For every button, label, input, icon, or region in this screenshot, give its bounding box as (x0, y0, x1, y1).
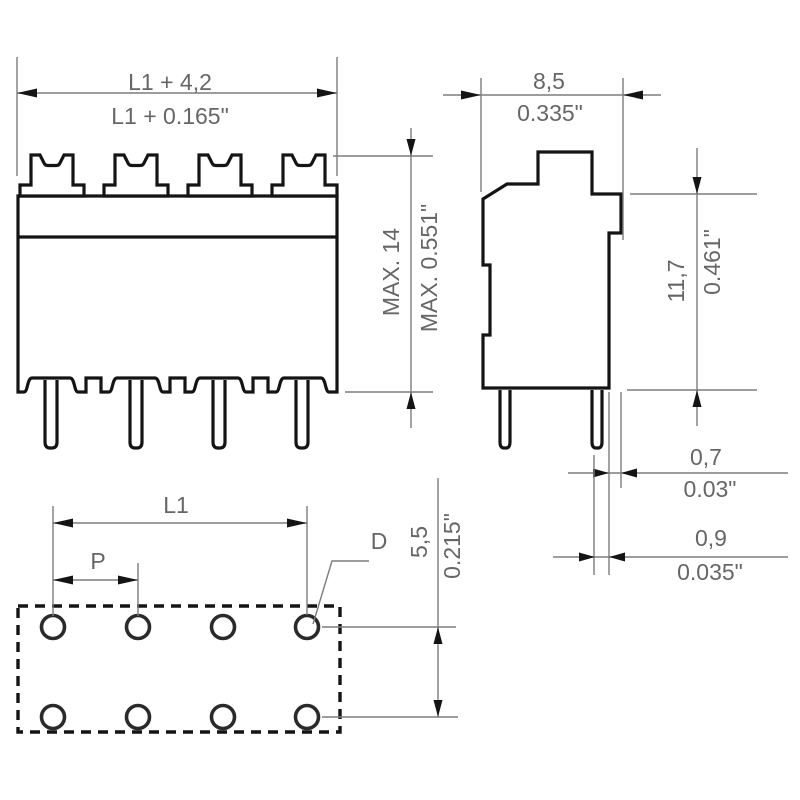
side-width-in-label: 0.335" (517, 100, 583, 126)
solder-pad (293, 703, 321, 731)
side-view (481, 150, 623, 450)
row-spacing-in-label: 0.215" (439, 513, 465, 579)
front-width-in-label: L1 + 0.165" (111, 103, 229, 129)
dimension-lines (16, 57, 788, 718)
solder-pad (209, 703, 237, 731)
solder-pad (39, 613, 67, 641)
solder-pad (209, 613, 237, 641)
arrowhead-down (433, 700, 443, 717)
step-in-label: 0.03" (684, 476, 737, 502)
side-height-in-label: 0.461" (699, 229, 725, 295)
arrowhead-left (53, 518, 73, 528)
height-mm-label: MAX. 14 (378, 228, 404, 316)
footprint-hole-label: D (371, 528, 388, 554)
pin-in-label: 0.035" (677, 559, 743, 585)
front-clip-2 (102, 153, 170, 198)
solder-pad (124, 613, 152, 641)
footprint-view (16, 604, 342, 734)
side-body-outline (481, 150, 623, 390)
arrowhead-down (692, 177, 702, 194)
front-pin-3 (211, 380, 227, 450)
arrowhead-right (461, 90, 481, 100)
arrowhead-right (579, 552, 595, 562)
side-pin-right (590, 390, 604, 450)
arrowhead-up (692, 390, 702, 407)
pin-mm-label: 0,9 (695, 525, 727, 551)
front-clip-1 (18, 153, 86, 198)
solder-pad (293, 613, 321, 641)
dimension-labels: L1 + 4,2 L1 + 0.165" MAX. 14 MAX. 0.551"… (90, 68, 743, 585)
side-width-mm-label: 8,5 (533, 68, 565, 94)
front-pin-4 (294, 380, 310, 450)
arrowhead-up (433, 627, 443, 644)
arrowhead-left (621, 468, 637, 478)
front-pin-2 (128, 380, 144, 450)
step-mm-label: 0,7 (690, 444, 722, 470)
arrowhead-left (17, 88, 37, 98)
side-pin-left (498, 390, 512, 450)
height-in-label: MAX. 0.551" (416, 204, 442, 332)
solder-pad (124, 703, 152, 731)
arrowhead-right (593, 468, 609, 478)
front-clip-4 (270, 153, 339, 198)
arrowhead-down (406, 139, 416, 156)
arrowhead-right (317, 88, 337, 98)
arrowhead-up (406, 392, 416, 409)
footprint-pitch-label: P (90, 548, 105, 574)
arrowhead-left (609, 552, 625, 562)
side-height-mm-label: 11,7 (663, 259, 689, 302)
arrowhead-left (53, 575, 73, 585)
front-clip-3 (186, 153, 254, 198)
footprint-length-label: L1 (163, 492, 189, 518)
front-body-outline (16, 194, 339, 394)
arrowhead-left (623, 90, 643, 100)
arrowhead-right (287, 518, 307, 528)
front-width-mm-label: L1 + 4,2 (128, 69, 212, 95)
row-spacing-mm-label: 5,5 (406, 526, 432, 558)
footprint-outline (16, 604, 342, 734)
arrowhead-right (118, 575, 138, 585)
solder-pad (39, 703, 67, 731)
hole-diameter-leader (312, 560, 369, 625)
front-pin-1 (43, 380, 59, 450)
front-view (16, 153, 339, 450)
